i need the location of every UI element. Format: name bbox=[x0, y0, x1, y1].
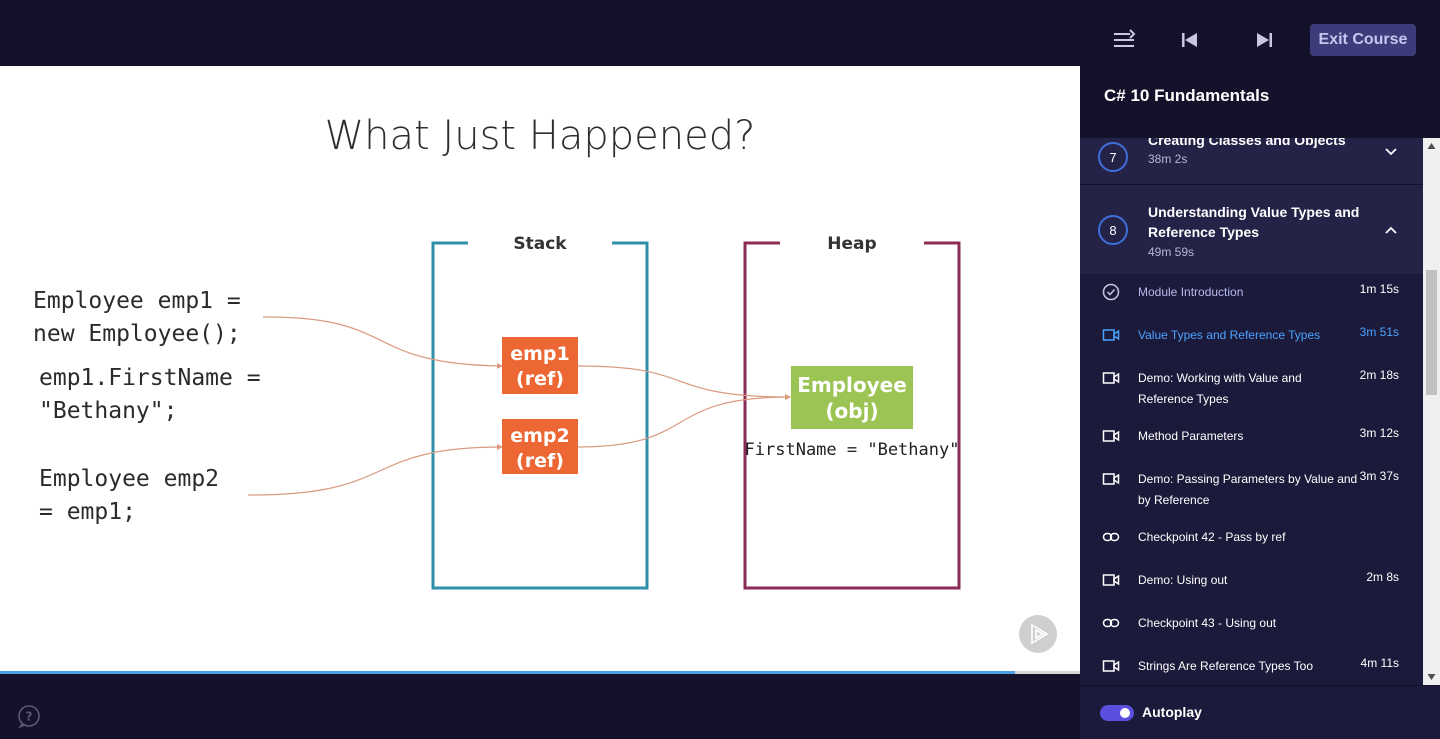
link-icon bbox=[1102, 618, 1120, 628]
course-sidebar: C# 10 Fundamentals 7 Creating Classes an… bbox=[1080, 66, 1440, 739]
course-header: C# 10 Fundamentals bbox=[1080, 66, 1440, 138]
next-icon[interactable] bbox=[1248, 24, 1280, 56]
video-icon bbox=[1102, 574, 1120, 586]
toggle-knob bbox=[1120, 708, 1130, 718]
scroll-down-icon[interactable] bbox=[1427, 673, 1436, 681]
autoplay-toggle[interactable] bbox=[1100, 705, 1134, 721]
clip-item[interactable]: Module Introduction 1m 15s bbox=[1080, 281, 1423, 323]
clip-item[interactable]: Value Types and Reference Types 3m 51s bbox=[1080, 324, 1423, 366]
clip-title: Checkpoint 43 - Using out bbox=[1138, 616, 1277, 630]
module-number: 7 bbox=[1098, 142, 1128, 172]
code-line-3: Employee emp2 = emp1; bbox=[39, 466, 220, 525]
clip-item[interactable]: Demo: Working with Value and Reference T… bbox=[1080, 367, 1423, 425]
heap-label: Heap bbox=[827, 234, 876, 254]
clip-title: Demo: Using out bbox=[1138, 573, 1228, 587]
module-duration: 38m 2s bbox=[1148, 152, 1188, 166]
employee-obj-label: Employee bbox=[797, 373, 907, 397]
autoplay-label: Autoplay bbox=[1142, 704, 1202, 720]
video-icon bbox=[1102, 430, 1120, 442]
clip-title: Demo: Working with Value and Reference T… bbox=[1138, 371, 1302, 406]
clip-duration: 3m 51s bbox=[1359, 325, 1399, 339]
module-title: Creating Classes and Objects bbox=[1148, 138, 1346, 148]
scroll-thumb[interactable] bbox=[1426, 270, 1437, 395]
emp1-ref-label: emp1 bbox=[510, 343, 570, 365]
clip-duration: 2m 8s bbox=[1366, 570, 1399, 584]
autoplay-bar: Autoplay bbox=[1080, 685, 1440, 739]
previous-icon[interactable] bbox=[1174, 24, 1206, 56]
module-7[interactable]: 7 Creating Classes and Objects 38m 2s bbox=[1080, 138, 1423, 184]
clip-item[interactable]: Checkpoint 43 - Using out bbox=[1080, 612, 1423, 654]
clip-title: Checkpoint 42 - Pass by ref bbox=[1138, 530, 1286, 544]
arrow-emp2-to-ref bbox=[247, 444, 503, 496]
clip-item[interactable]: Method Parameters 3m 12s bbox=[1080, 425, 1423, 467]
module-duration: 49m 59s bbox=[1148, 245, 1195, 259]
video-icon bbox=[1102, 372, 1120, 384]
chevron-up-icon[interactable] bbox=[1384, 223, 1398, 237]
progress-fill bbox=[0, 671, 1016, 674]
clip-title: Strings Are Reference Types Too bbox=[1138, 659, 1313, 673]
link-icon bbox=[1102, 532, 1120, 542]
check-circle-icon bbox=[1102, 283, 1120, 301]
bottom-bar: ? bbox=[0, 674, 1080, 739]
heap-container bbox=[743, 241, 961, 590]
clip-duration: 3m 37s bbox=[1359, 469, 1399, 483]
employee-obj-box bbox=[791, 366, 913, 429]
module-title: Understanding Value Types and Reference … bbox=[1148, 204, 1360, 240]
memory-diagram: Stack Heap emp1 (ref) emp2 (ref) Employe… bbox=[247, 234, 961, 590]
video-player[interactable]: What Just Happened? Employee emp1 = new … bbox=[0, 66, 1080, 673]
scroll-up-icon[interactable] bbox=[1427, 142, 1436, 150]
clip-duration: 4m 11s bbox=[1360, 656, 1399, 670]
arrow-ref1-to-obj bbox=[577, 365, 791, 400]
clip-item[interactable]: Strings Are Reference Types Too 4m 11s bbox=[1080, 655, 1423, 685]
clip-duration: 2m 18s bbox=[1359, 368, 1399, 382]
emp2-ref-sub: (ref) bbox=[516, 450, 564, 472]
arrow-emp1-to-ref bbox=[262, 316, 503, 369]
code-line-1: Employee emp1 = new Employee(); bbox=[33, 288, 241, 347]
clip-duration: 3m 12s bbox=[1359, 426, 1399, 440]
top-toolbar: Exit Course bbox=[0, 0, 1440, 66]
clip-item[interactable]: Demo: Passing Parameters by Value and by… bbox=[1080, 468, 1423, 526]
module-number: 8 bbox=[1098, 215, 1128, 245]
stack-label: Stack bbox=[513, 234, 567, 254]
player-logo-icon bbox=[1019, 615, 1057, 653]
course-title: C# 10 Fundamentals bbox=[1104, 86, 1270, 105]
progress-bar[interactable] bbox=[0, 671, 1080, 674]
clip-title: Value Types and Reference Types bbox=[1138, 328, 1321, 342]
emp1-ref-box bbox=[502, 337, 578, 394]
emp2-ref-box bbox=[502, 419, 578, 474]
clip-title: Method Parameters bbox=[1138, 429, 1244, 443]
module-list[interactable]: 7 Creating Classes and Objects 38m 2s 8 … bbox=[1080, 138, 1423, 685]
firstname-field: FirstName = "Bethany" bbox=[745, 440, 960, 460]
video-icon bbox=[1102, 473, 1120, 485]
help-icon[interactable]: ? bbox=[17, 704, 41, 729]
stack-container bbox=[431, 241, 649, 590]
clip-item[interactable]: Checkpoint 42 - Pass by ref bbox=[1080, 526, 1423, 568]
clip-item[interactable]: Demo: Using out 2m 8s bbox=[1080, 569, 1423, 611]
emp1-ref-sub: (ref) bbox=[516, 368, 564, 390]
emp2-ref-label: emp2 bbox=[510, 425, 570, 447]
chevron-down-icon[interactable] bbox=[1384, 145, 1398, 159]
video-icon bbox=[1102, 660, 1120, 672]
module-8[interactable]: 8 Understanding Value Types and Referenc… bbox=[1080, 184, 1423, 274]
code-line-2: emp1.FirstName = "Bethany"; bbox=[39, 365, 261, 424]
video-icon bbox=[1102, 329, 1120, 341]
employee-obj-sub: (obj) bbox=[825, 399, 878, 423]
sidebar-scrollbar[interactable] bbox=[1423, 138, 1440, 685]
slide-title: What Just Happened? bbox=[324, 113, 756, 159]
arrow-ref2-to-obj bbox=[577, 394, 791, 448]
clip-title: Demo: Passing Parameters by Value and by… bbox=[1138, 472, 1358, 507]
playlist-icon[interactable] bbox=[1108, 24, 1140, 56]
svg-text:?: ? bbox=[26, 710, 33, 724]
exit-course-button[interactable]: Exit Course bbox=[1310, 24, 1416, 56]
clip-duration: 1m 15s bbox=[1359, 282, 1399, 296]
clip-title: Module Introduction bbox=[1138, 285, 1244, 299]
